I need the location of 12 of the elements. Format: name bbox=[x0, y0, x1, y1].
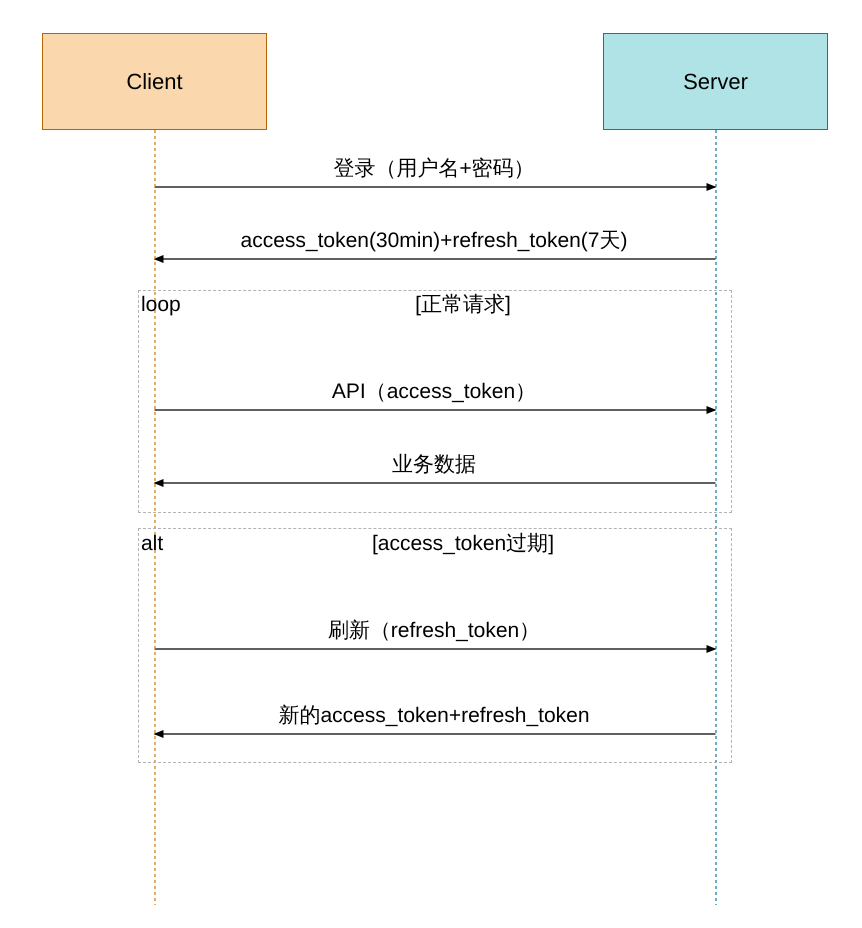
arrow bbox=[154, 406, 716, 414]
participant-box: Client bbox=[42, 33, 267, 130]
participant-box: Server bbox=[603, 33, 828, 130]
fragment-operator: loop bbox=[141, 293, 181, 317]
fragment-operator: alt bbox=[141, 532, 164, 556]
arrow bbox=[154, 479, 716, 487]
arrow bbox=[154, 183, 716, 191]
guard-condition: [正常请求] bbox=[415, 293, 511, 317]
arrow bbox=[154, 730, 716, 738]
guard-condition: [access_token过期] bbox=[372, 532, 554, 556]
arrow bbox=[154, 255, 716, 263]
arrow bbox=[154, 645, 716, 653]
